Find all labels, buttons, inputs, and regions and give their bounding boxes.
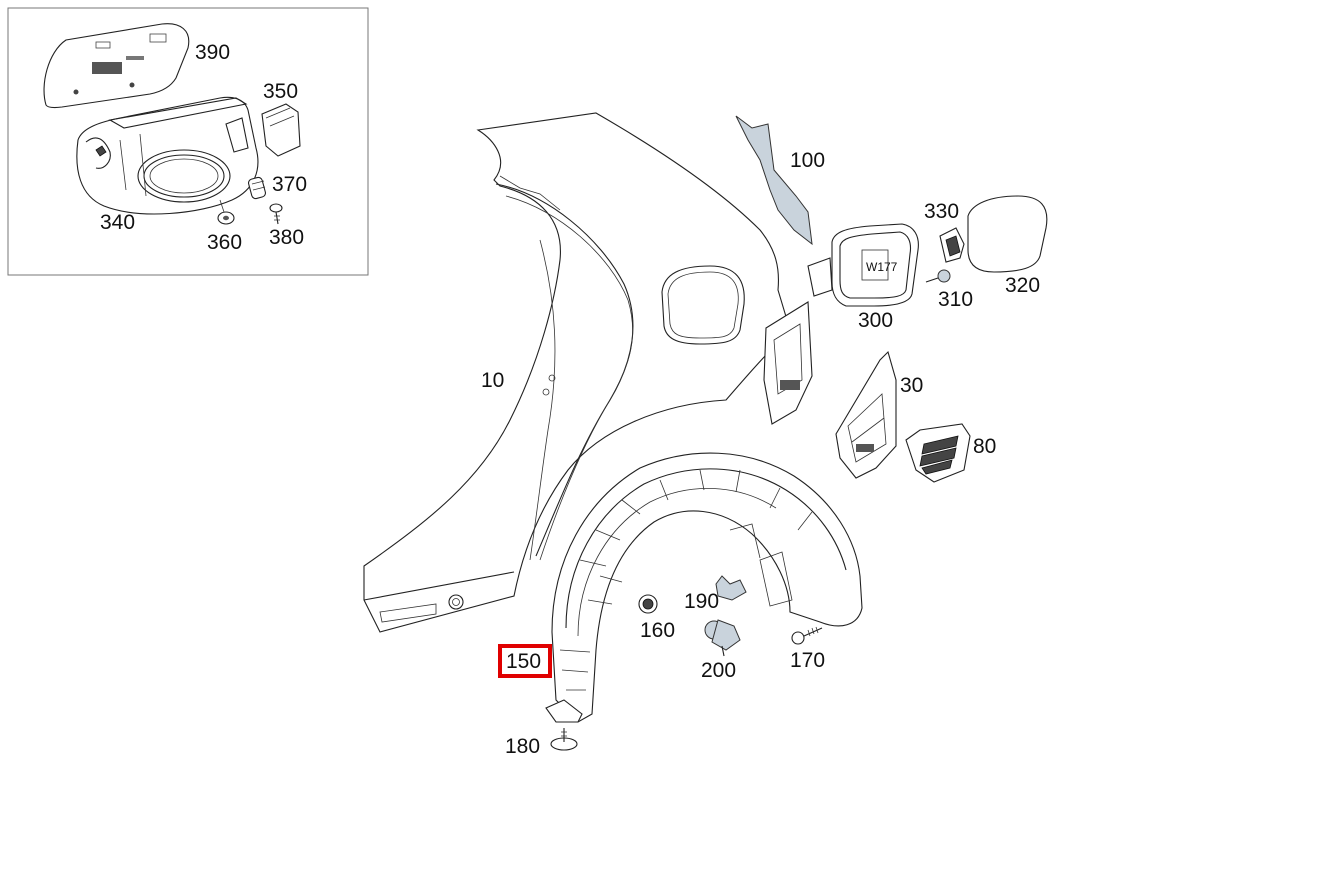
part-190-nut[interactable] bbox=[715, 575, 747, 601]
callout-160[interactable]: 160 bbox=[640, 619, 675, 642]
callout-100[interactable]: 100 bbox=[790, 149, 825, 172]
callout-370[interactable]: 370 bbox=[272, 173, 307, 196]
part-300-fuel-housing[interactable]: W177 bbox=[807, 223, 919, 307]
callout-360[interactable]: 360 bbox=[207, 231, 242, 254]
callout-180[interactable]: 180 bbox=[505, 735, 540, 758]
callout-30[interactable]: 30 bbox=[900, 374, 923, 397]
part-380-screw[interactable] bbox=[269, 203, 283, 225]
part-370-plug[interactable] bbox=[247, 176, 267, 200]
callout-190[interactable]: 190 bbox=[684, 590, 719, 613]
part-160-clip[interactable] bbox=[638, 594, 658, 614]
callout-310[interactable]: 310 bbox=[938, 288, 973, 311]
callout-300[interactable]: 300 bbox=[858, 309, 893, 332]
part-180-bolt[interactable] bbox=[550, 728, 578, 751]
callout-350[interactable]: 350 bbox=[263, 80, 298, 103]
callout-80[interactable]: 80 bbox=[973, 435, 996, 458]
callout-200[interactable]: 200 bbox=[701, 659, 736, 682]
part-150-wheel-arch-liner[interactable] bbox=[545, 452, 863, 723]
callout-150-highlight[interactable]: 150 bbox=[498, 644, 552, 678]
part-330-latch[interactable] bbox=[939, 227, 965, 263]
part-350-actuator[interactable] bbox=[261, 103, 301, 157]
callout-170[interactable]: 170 bbox=[790, 649, 825, 672]
inset-panel: 390 350 370 340 360 380 bbox=[7, 7, 369, 276]
part-360-grommet[interactable] bbox=[217, 199, 235, 225]
part-30-inner-panel[interactable] bbox=[835, 350, 897, 479]
part-390-cover-plate[interactable] bbox=[43, 23, 190, 109]
part-320-fuel-door[interactable] bbox=[967, 195, 1048, 273]
part-340-filler-housing[interactable] bbox=[76, 96, 259, 215]
callout-320[interactable]: 320 bbox=[1005, 274, 1040, 297]
part-10-side-panel[interactable] bbox=[363, 112, 813, 633]
part-100-bracket[interactable] bbox=[735, 115, 813, 246]
callout-150[interactable]: 150 bbox=[506, 650, 541, 673]
callout-10[interactable]: 10 bbox=[481, 369, 504, 392]
highlight-box bbox=[498, 644, 552, 678]
callout-340[interactable]: 340 bbox=[100, 211, 135, 234]
callout-390[interactable]: 390 bbox=[195, 41, 230, 64]
part-170-screw[interactable] bbox=[791, 626, 823, 645]
part-310-pin[interactable] bbox=[925, 269, 951, 283]
part-80-vent-grille[interactable] bbox=[905, 423, 971, 483]
inset-text-w177: W177 bbox=[866, 260, 898, 274]
callout-330[interactable]: 330 bbox=[924, 200, 959, 223]
callout-380[interactable]: 380 bbox=[269, 226, 304, 249]
part-200-rivet[interactable] bbox=[704, 619, 741, 657]
